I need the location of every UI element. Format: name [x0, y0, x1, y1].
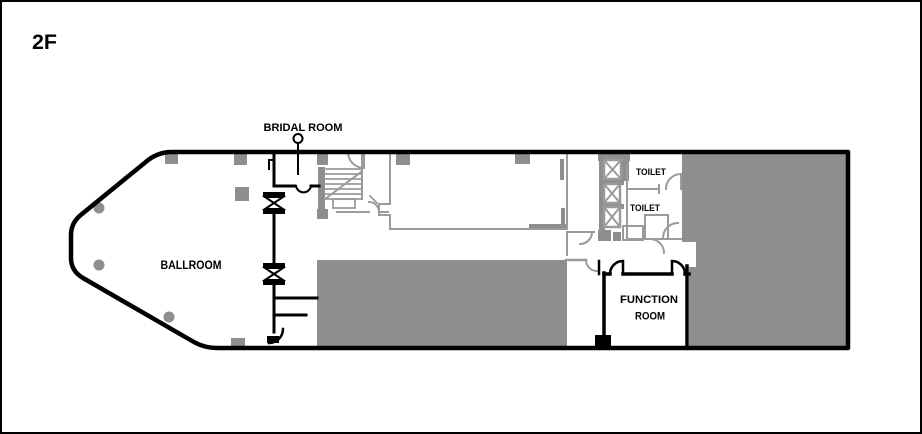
toilet-upper-label: TOILET	[636, 167, 666, 177]
corridor-door	[564, 258, 599, 273]
ballroom: BALLROOM	[161, 260, 222, 272]
elevator-shaft	[602, 205, 622, 229]
corridor-door-arc	[584, 258, 599, 273]
double-door-symbol	[261, 192, 287, 214]
floor-label: 2F	[32, 31, 57, 54]
function-room-label-line2: ROOM	[635, 311, 665, 323]
function-room: FUNCTION ROOM	[595, 259, 691, 348]
column-square	[396, 151, 410, 165]
bridal-door-arc	[294, 184, 313, 194]
column-square	[165, 152, 178, 164]
staircase	[317, 150, 389, 219]
bridal-callout-dot	[292, 133, 304, 144]
function-door-arc-left	[608, 259, 625, 276]
ballroom-label: BALLROOM	[161, 260, 222, 272]
elevator-bank	[598, 152, 630, 241]
double-door-symbol	[261, 263, 287, 285]
plan-outline	[68, 149, 851, 351]
column-round	[93, 259, 105, 271]
column-round	[163, 311, 175, 323]
bridal-room: BRIDAL ROOM	[264, 122, 343, 194]
toilet-door-arc	[661, 221, 680, 240]
column-square	[234, 152, 247, 165]
column-square	[231, 338, 245, 349]
bridal-room-label: BRIDAL ROOM	[264, 122, 343, 134]
toilet-area: TOILET TOILET	[566, 163, 683, 256]
function-room-label-line1: FUNCTION	[620, 294, 678, 306]
elevator-shaft	[602, 158, 623, 181]
hall-door-notch	[378, 203, 391, 216]
shaded-area-right	[682, 154, 846, 346]
elevator-shaft	[602, 182, 622, 205]
center-hall	[368, 152, 568, 230]
column-round	[93, 202, 105, 214]
column-markers	[93, 151, 530, 349]
function-room-column	[595, 335, 611, 348]
shaded-area-center	[317, 260, 567, 348]
column-square	[235, 187, 249, 201]
function-door-arc-right	[670, 259, 687, 276]
toilet-door-arc	[664, 172, 683, 191]
service-door-arc	[626, 237, 682, 255]
toilet-lower-label: TOILET	[630, 203, 660, 213]
ballroom-east-wall	[261, 192, 319, 345]
hall-door-swing	[368, 194, 379, 205]
